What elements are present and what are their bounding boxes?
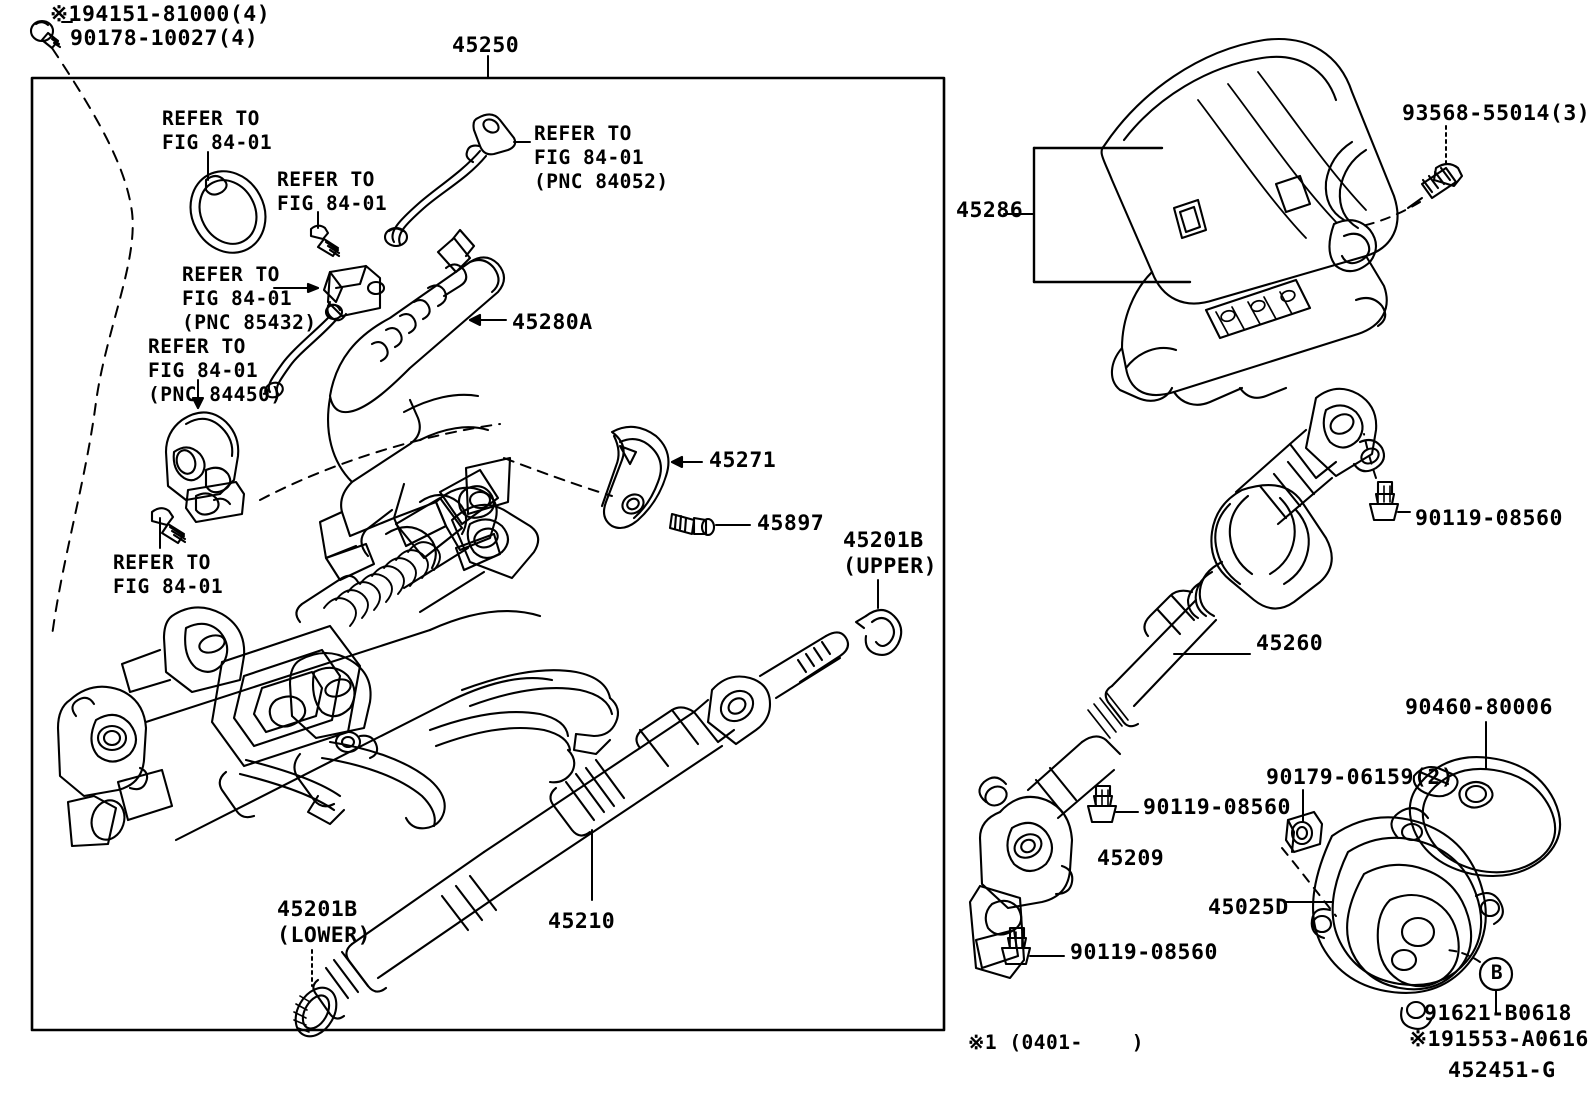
part-45280A-column-tube xyxy=(318,228,507,582)
leader-dashed-clamp xyxy=(503,457,613,497)
part-ref-ring-84-01 xyxy=(189,151,267,254)
part-45201B-upper-snapring xyxy=(854,579,903,656)
part-column-assembly-detail xyxy=(56,456,620,848)
note-date-range: ※1 (0401- ) xyxy=(968,1031,1144,1054)
callout-refer-fig84-01-c: REFER TO FIG 84-01 xyxy=(113,551,224,598)
callout-45210: 45210 xyxy=(548,909,616,934)
part-ref-screw-84-01 xyxy=(309,211,341,258)
callout-45209: 45209 xyxy=(1097,846,1165,871)
leader-dashed-84450-to-tube xyxy=(259,423,501,501)
figure-code: 452451-G xyxy=(1448,1058,1556,1083)
part-ref-screw-lower-84-01 xyxy=(150,507,187,549)
balloon-b-label: B xyxy=(1490,961,1504,984)
callout-45201B-lower: 45201B (LOWER) xyxy=(277,897,372,949)
callout-45201B-upper: 45201B (UPPER) xyxy=(843,528,938,580)
callout-45280A: 45280A xyxy=(512,310,593,335)
callout-refer-fig84-01-b: REFER TO FIG 84-01 xyxy=(277,168,388,215)
callout-90460-80006: 90460-80006 xyxy=(1405,695,1553,720)
leader-dashed-bolt-upper xyxy=(51,47,134,637)
callout-90119-08560-mid: 90119-08560 xyxy=(1143,795,1291,820)
part-45209-universal-joint xyxy=(968,735,1122,980)
callout-90119-08560-upper: 90119-08560 xyxy=(1415,506,1563,531)
part-90119-bolt-lower xyxy=(1000,926,1065,966)
callout-90179-06159: 90179-06159(2) xyxy=(1266,765,1455,790)
callout-refer-fig84-01-pnc84450: REFER TO FIG 84-01 (PNC 84450) xyxy=(148,335,283,406)
part-45025D-hole-cover xyxy=(1283,807,1504,1030)
part-switch-85432 xyxy=(264,264,386,399)
callout-45025D: 45025D xyxy=(1208,895,1289,920)
callout-90119-08560-lower: 90119-08560 xyxy=(1070,940,1218,965)
callout-45250: 45250 xyxy=(452,33,520,58)
part-90119-bolt-mid xyxy=(1086,784,1139,824)
leader-dashed-screw-to-cover xyxy=(1361,201,1421,227)
callout-91621-B0618: 91621-B0618 xyxy=(1424,1001,1572,1026)
part-45260-intermediate-shaft xyxy=(1087,387,1386,739)
part-45286-column-cover xyxy=(1003,38,1399,406)
part-90179-nut xyxy=(1284,789,1324,854)
part-45201B-lower-snapring xyxy=(293,949,338,1038)
part-45897-bolt xyxy=(668,512,751,537)
callout-45286: 45286 xyxy=(956,198,1024,223)
callout-refer-fig84-01-a: REFER TO FIG 84-01 xyxy=(162,107,273,154)
callout-refer-fig84-01-pnc85432: REFER TO FIG 84-01 (PNC 85432) xyxy=(182,263,317,334)
callout-refer-fig84-01-pnc84052: REFER TO FIG 84-01 (PNC 84052) xyxy=(534,122,669,193)
callout-93568-55014: 93568-55014(3) xyxy=(1402,101,1591,126)
callout-191553-A0616: ※191553-A0616 xyxy=(1409,1027,1589,1052)
part-45271-clamp xyxy=(600,425,703,530)
callout-90178-10027: 90178-10027(4) xyxy=(70,26,259,51)
callout-45260: 45260 xyxy=(1256,631,1324,656)
leader-dashed-bolt-upper-right xyxy=(1363,433,1377,479)
part-93568-screw xyxy=(1407,125,1464,209)
leader-dashed-nut-to-cover xyxy=(1281,847,1337,917)
part-harness-84052 xyxy=(383,113,531,248)
callout-45271: 45271 xyxy=(709,448,777,473)
callout-194151-81000: ※194151-81000(4) xyxy=(50,2,271,27)
balloon-b-group xyxy=(1443,949,1514,1015)
part-switch-84450 xyxy=(164,379,246,524)
callout-45897: 45897 xyxy=(757,511,825,536)
part-90119-bolt-upper xyxy=(1368,480,1411,522)
part-45210-main-shaft xyxy=(312,631,850,1020)
part-90460-80006-clamp xyxy=(1408,721,1562,878)
